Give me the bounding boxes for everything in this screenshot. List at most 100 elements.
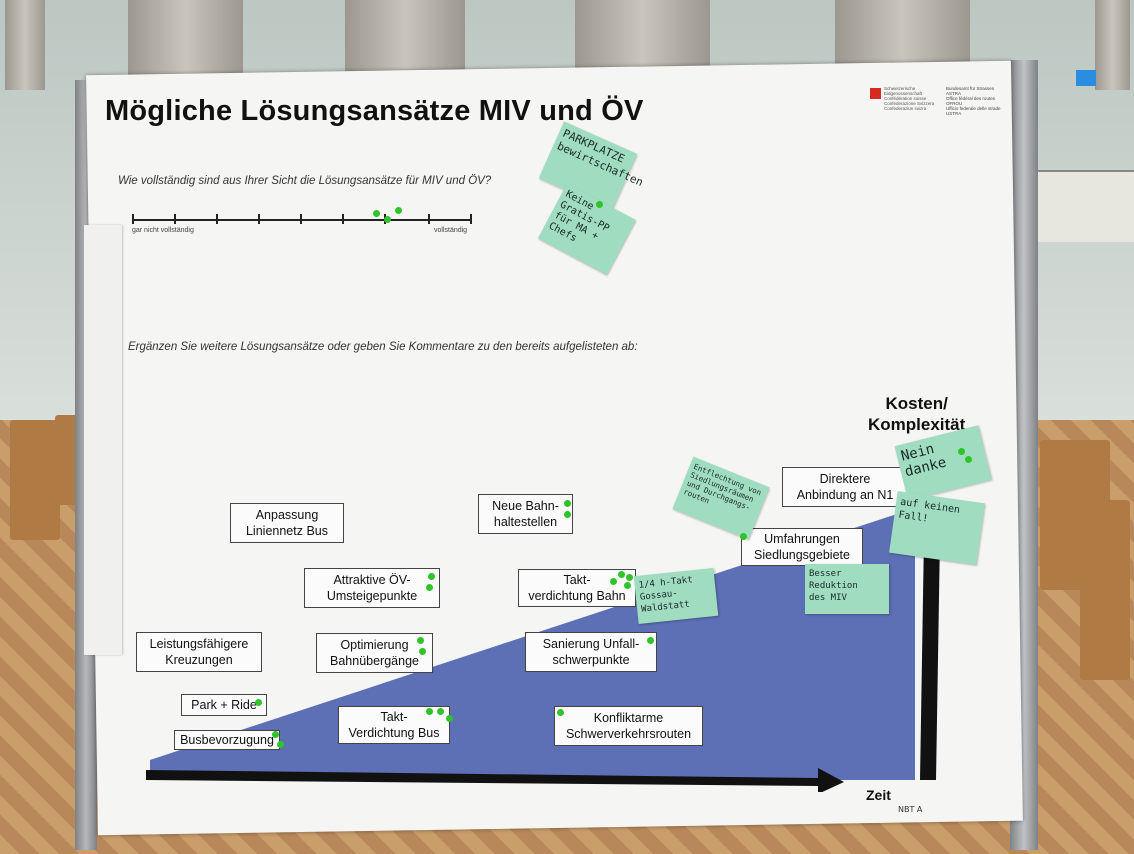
- voting-dot: [437, 708, 444, 715]
- curtain: [1095, 0, 1130, 90]
- question-text: Wie vollständig sind aus Ihrer Sicht die…: [118, 175, 492, 187]
- axis-label-line: Kosten/: [885, 394, 948, 413]
- box-line: Optimierung: [340, 638, 409, 652]
- box-line: Takt-: [380, 710, 408, 724]
- scale-label-left: gar nicht vollständig: [132, 227, 194, 234]
- logo-line: Office fédéral des routes OFROU: [946, 96, 995, 106]
- poster-title: Mögliche Lösungsansätze MIV und ÖV: [105, 95, 644, 127]
- box-attraktive-oev: Attraktive ÖV- Umsteigepunkte: [304, 568, 440, 608]
- logo-line: Bundesamt für Strassen ASTRA: [946, 86, 995, 96]
- box-busbevorzugung: Busbevorzugung: [174, 730, 280, 750]
- box-line: Direktere: [819, 472, 871, 486]
- voting-dot: [610, 578, 617, 585]
- scale-tick: [258, 214, 260, 224]
- box-neue-bahnhaltestellen: Neue Bahn- haltestellen: [478, 494, 573, 534]
- cost-axis-bar: [920, 536, 940, 780]
- box-line: Neue Bahn-: [492, 499, 559, 513]
- curtain: [5, 0, 45, 90]
- sticky-note-auf-keinen-fall: auf keinen Fall!: [889, 491, 985, 565]
- handwritten-scribble: NBT A: [898, 805, 923, 814]
- voting-dot: [596, 201, 603, 208]
- box-taktverdichtung-bus: Takt- Verdichtung Bus: [338, 706, 450, 744]
- voting-dot: [426, 584, 433, 591]
- box-umfahrungen: Umfahrungen Siedlungsgebiete: [741, 528, 863, 566]
- scale-tick: [428, 214, 430, 224]
- box-taktverdichtung-bahn: Takt- verdichtung Bahn: [518, 569, 636, 607]
- voting-dot: [958, 448, 965, 455]
- box-line: Leistungsfähigere: [149, 637, 249, 651]
- voting-dot: [564, 511, 571, 518]
- box-line: Park + Ride: [191, 698, 257, 712]
- scale-tick: [342, 214, 344, 224]
- rating-dot: [384, 216, 391, 223]
- box-direktere-anbindung: Direktere Anbindung an N1: [782, 467, 908, 507]
- voting-dot: [428, 573, 435, 580]
- voting-dot: [417, 637, 424, 644]
- voting-dot: [272, 731, 279, 738]
- box-line: Verdichtung Bus: [348, 726, 440, 740]
- logo-line: Confédération suisse: [884, 96, 927, 101]
- side-paper: [84, 225, 122, 655]
- box-line: Attraktive ÖV-: [333, 573, 411, 587]
- logo-line: Confederazione Svizzera: [884, 101, 935, 106]
- voting-dot: [255, 699, 262, 706]
- box-anpassung-liniennetz: Anpassung Liniennetz Bus: [230, 503, 344, 543]
- box-line: haltestellen: [493, 515, 558, 529]
- logo-line: Schweizerische Eidgenossenschaft: [884, 86, 923, 96]
- chair: [1080, 500, 1130, 680]
- scale-tick: [216, 214, 218, 224]
- box-konfliktarme-routen: Konfliktarme Schwerverkehrsrouten: [554, 706, 703, 746]
- box-park-ride: Park + Ride: [181, 694, 267, 716]
- scale-tick: [300, 214, 302, 224]
- box-line: Konfliktarme: [593, 711, 664, 725]
- scale-label-right: vollständig: [434, 227, 468, 234]
- box-line: Anpassung: [255, 508, 319, 522]
- voting-dot: [740, 533, 747, 540]
- note-line: des MIV: [809, 593, 847, 603]
- box-optimierung-bahnuebergaenge: Optimierung Bahnübergänge: [316, 633, 433, 673]
- voting-dot: [277, 741, 284, 748]
- voting-dot: [419, 648, 426, 655]
- note-line: Besser Reduktion: [809, 569, 858, 591]
- voting-dot: [426, 708, 433, 715]
- exit-sign: [1076, 70, 1096, 86]
- box-line: Schwerverkehrsrouten: [565, 727, 692, 741]
- box-line: Anbindung an N1: [796, 488, 894, 502]
- voting-dot: [647, 637, 654, 644]
- scale-tick: [132, 214, 134, 224]
- box-line: Takt-: [563, 573, 591, 587]
- logo-text-confederation: Schweizerische Eidgenossenschaft Confédé…: [884, 86, 944, 111]
- logo-text-office: Bundesamt für Strassen ASTRA Office fédé…: [946, 86, 1008, 116]
- voting-dot: [564, 500, 571, 507]
- voting-dot: [446, 715, 453, 722]
- voting-dot: [965, 456, 972, 463]
- logo-line: Confederaziun svizra: [884, 106, 927, 111]
- rating-scale-line: [132, 219, 472, 221]
- chair: [10, 420, 60, 540]
- rating-dot: [373, 210, 380, 217]
- gallery-balcony: [1030, 170, 1134, 242]
- voting-dot: [626, 574, 633, 581]
- box-sanierung-unfallschwerpunkte: Sanierung Unfall- schwerpunkte: [525, 632, 657, 672]
- box-line: schwerpunkte: [552, 653, 630, 667]
- box-leistungsfaehigere-kreuzungen: Leistungsfähigere Kreuzungen: [136, 632, 262, 672]
- scale-tick: [174, 214, 176, 224]
- box-line: Umsteigepunkte: [326, 589, 418, 603]
- axis-label-line: Komplexität: [868, 415, 966, 434]
- box-line: Umfahrungen: [764, 532, 840, 546]
- box-line: Kreuzungen: [165, 653, 233, 667]
- time-axis-arrow: [146, 768, 844, 792]
- voting-dot: [624, 582, 631, 589]
- box-line: Busbevorzugung: [180, 733, 274, 747]
- box-line: Sanierung Unfall-: [542, 637, 640, 651]
- time-axis-label: Zeit: [866, 787, 891, 803]
- box-line: Siedlungsgebiete: [754, 548, 850, 562]
- box-line: Liniennetz Bus: [245, 524, 328, 538]
- box-line: verdichtung Bahn: [528, 589, 626, 603]
- swiss-cross-icon: [870, 88, 881, 99]
- sticky-note-viertelstunden-takt: 1/4 h-Takt Gossau-Waldstatt: [633, 567, 719, 625]
- box-line: Bahnübergänge: [330, 654, 419, 668]
- voting-dot: [557, 709, 564, 716]
- rating-dot: [395, 207, 402, 214]
- logo-line: Ufficio federale delle strade USTRA: [946, 106, 1001, 116]
